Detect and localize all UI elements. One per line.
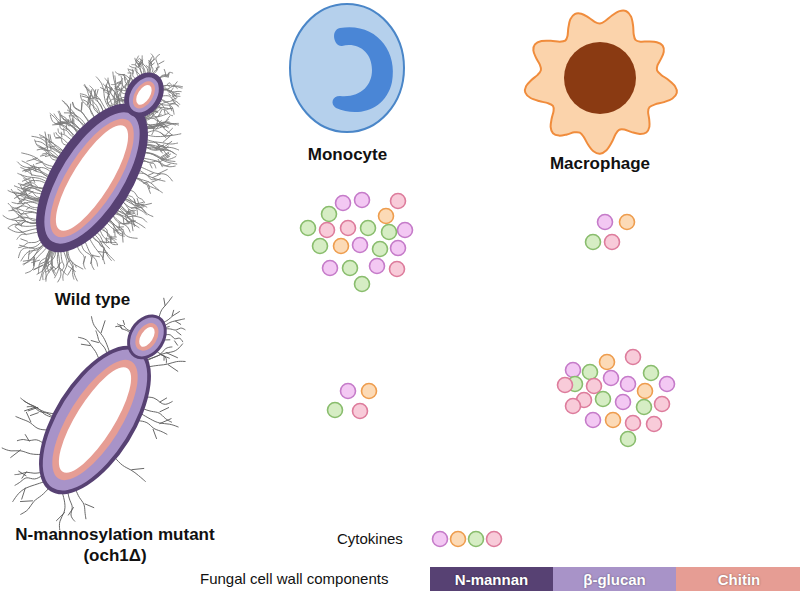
legend-title: Fungal cell wall components: [200, 570, 388, 587]
legend-text: β-glucan: [583, 571, 646, 588]
cell-label: Wild type: [55, 289, 130, 310]
legend: N-mannan β-glucan Chitin: [430, 567, 800, 591]
yeast-cell: N-mannosylation mutant (och1Δ): [2, 320, 228, 566]
monocyte-cell: [290, 4, 404, 132]
cytokine-dots: [301, 193, 675, 547]
legend-swatch: Chitin: [676, 567, 800, 591]
legend-heading: Cytokines: [337, 530, 403, 547]
macrophage-cell: [525, 11, 677, 154]
legend-swatch: N-mannan: [430, 567, 553, 591]
wild-type-yeast: [0, 20, 228, 315]
cell-label: N-mannosylation mutant (och1Δ): [2, 524, 228, 567]
mutant-yeast: [0, 257, 236, 562]
legend-text: Chitin: [718, 571, 761, 588]
monocyte-nucleus: [333, 27, 393, 112]
legend-swatch: β-glucan: [553, 567, 676, 591]
macrophage-nucleus: [564, 42, 636, 114]
legend-text: N-mannan: [455, 571, 528, 588]
cell-label: Macrophage: [550, 153, 650, 174]
immune-cell: Monocyte: [280, 0, 415, 165]
cell-label: Monocyte: [308, 144, 387, 165]
immune-cell: Macrophage: [515, 2, 685, 174]
yeast-cell: Wild type: [5, 70, 180, 310]
